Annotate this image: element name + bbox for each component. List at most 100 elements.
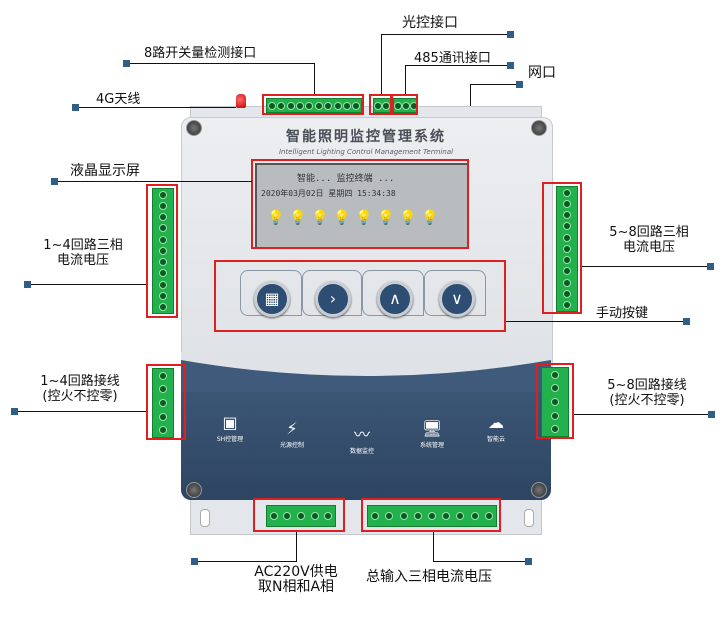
screw-bottom-left: [186, 482, 202, 498]
marker-ch5-8-wire: [708, 411, 715, 418]
terminal-pin: [153, 257, 173, 268]
terminal-ac-power: [266, 505, 336, 527]
marker-ch1-4-cv: [24, 281, 31, 288]
terminal-pin: [557, 277, 577, 288]
terminal-pin: [153, 189, 173, 200]
terminal-pin: [153, 200, 173, 211]
lightbulb-icon: 💡: [355, 210, 373, 226]
terminal-pin: [153, 290, 173, 301]
feature-cloud: ☁ 智能云: [466, 412, 526, 443]
marker-ac-power: [191, 558, 198, 565]
terminal-pin: [153, 234, 173, 245]
terminal-pin: [276, 99, 286, 112]
label-ch5-8-wire-line2: (控火不控零): [609, 393, 685, 408]
cloud-icon: ☁: [488, 413, 504, 432]
terminal-pin: [402, 99, 410, 112]
highlight-light-port: [369, 94, 392, 115]
terminal-pin: [153, 369, 173, 383]
terminal-pin: [425, 506, 439, 526]
terminal-pin: [542, 382, 568, 396]
terminal-pin: [557, 243, 577, 254]
leader-antenna: [78, 107, 236, 108]
feature-cpu-label: SH控管理: [216, 436, 244, 443]
label-ch1-4-cv-line2: 电流电压: [56, 253, 109, 268]
label-ac-power-line2: 取N相和A相: [257, 579, 335, 595]
terminal-pin: [153, 383, 173, 397]
terminal-pin: [294, 506, 308, 526]
lightbulb-icon: 💡: [421, 210, 439, 226]
label-ch1-4-cv-line1: 1~4回路三相: [43, 238, 123, 253]
terminal-ch1-4-cv: [152, 188, 174, 314]
terminal-pin: [153, 212, 173, 223]
marker-antenna: [72, 104, 79, 111]
panel-wave-divider: [181, 352, 551, 392]
label-ch5-8-cv-line1: 5~8回路三相: [609, 225, 689, 240]
terminal-pin: [396, 506, 410, 526]
terminal-rs485: [393, 98, 418, 113]
terminal-pin: [542, 395, 568, 409]
terminal-pin: [267, 99, 276, 112]
leader-ch5-8-wire: [574, 414, 710, 415]
feature-cpu: ▣ SH控管理: [200, 412, 260, 443]
terminal-pin: [153, 279, 173, 290]
leader-ac-power-h: [196, 561, 296, 562]
terminal-pin: [153, 245, 173, 256]
terminal-pin: [482, 506, 496, 526]
waveform-icon: 〰: [353, 425, 370, 444]
label-total-input: 总输入三相电流电压: [366, 569, 492, 585]
terminal-pin: [542, 422, 568, 436]
label-rs485: 485通讯接口: [414, 51, 491, 66]
terminal-pin: [557, 232, 577, 243]
leader-light-port-h: [381, 34, 509, 35]
label-ac-power-line1: AC220V供电: [254, 564, 338, 580]
terminal-pin: [374, 99, 382, 112]
terminal-pin: [557, 255, 577, 266]
label-network: 网口: [528, 65, 556, 81]
feature-light-control: ⚡ 光源控制: [262, 418, 322, 449]
up-key[interactable]: ∧: [377, 281, 413, 317]
feature-data-monitor-label: 数据监控: [349, 448, 374, 455]
terminal-pin: [352, 99, 361, 112]
lcd-row-datetime: 2020年03月02日 星期四 15:34:38: [261, 189, 396, 198]
terminal-light-port: [373, 98, 391, 113]
terminal-pin: [281, 506, 295, 526]
terminal-pin: [542, 368, 568, 382]
lightbulb-icon: 💡: [267, 210, 285, 226]
highlight-keypad: [214, 260, 506, 332]
terminal-pin: [295, 99, 304, 112]
leader-switch-input: [128, 63, 314, 64]
terminal-pin: [321, 506, 335, 526]
terminal-pin: [557, 210, 577, 221]
feature-cloud-label: 智能云: [486, 436, 505, 443]
terminal-pin: [557, 187, 577, 198]
terminal-pin: [314, 99, 323, 112]
terminal-pin: [542, 409, 568, 423]
leader-rs485: [405, 65, 406, 94]
terminal-pin: [368, 506, 382, 526]
terminal-pin: [308, 506, 322, 526]
terminal-pin: [557, 221, 577, 232]
label-ch5-8-wire-line1: 5~8回路接线: [607, 378, 687, 393]
lightbulb-icon: 💡: [377, 210, 395, 226]
label-antenna: 4G天线: [96, 92, 141, 107]
terminal-pin: [382, 506, 396, 526]
terminal-pin: [153, 423, 173, 437]
marker-network: [516, 81, 523, 88]
screw-top-left: [186, 120, 202, 136]
feature-system-management: 🖥 系统管理: [402, 418, 462, 449]
highlight-lcd: [251, 159, 469, 249]
label-ch1-4-wire: 1~4回路接线 (控火不控零): [22, 374, 138, 404]
terminal-switch-input: [266, 98, 362, 113]
terminal-ch1-4-wire: [152, 368, 174, 438]
screw-bottom-right: [531, 482, 547, 498]
marker-lcd: [51, 178, 58, 185]
menu-key[interactable]: ▦: [254, 281, 290, 317]
right-key[interactable]: ›: [315, 281, 351, 317]
down-key[interactable]: ∨: [439, 281, 475, 317]
terminal-pin: [468, 506, 482, 526]
terminal-pin: [153, 396, 173, 410]
terminal-pin: [382, 99, 390, 112]
terminal-ch5-8-wire: [541, 367, 569, 437]
device-title: 智能照明监控管理系统: [286, 129, 446, 145]
leader-total-input-h: [433, 561, 527, 562]
